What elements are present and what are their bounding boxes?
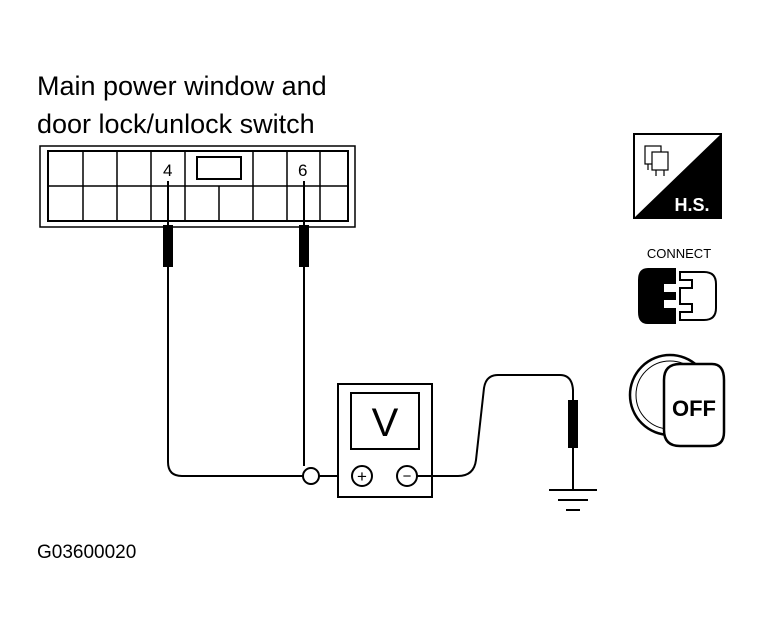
terminal-4-label: 4 xyxy=(163,161,172,180)
voltmeter xyxy=(337,383,433,498)
negative-symbol: − xyxy=(403,468,412,485)
harness-side-icon xyxy=(633,133,722,219)
lead-terminal-4 xyxy=(167,267,304,477)
connect-label: CONNECT xyxy=(647,246,711,261)
harness-side-label: H.S. xyxy=(674,195,709,215)
connect-icon xyxy=(638,268,717,324)
connector-lock-tab xyxy=(196,156,242,180)
connector xyxy=(39,145,356,228)
connector-title-line2: door lock/unlock switch xyxy=(37,109,315,139)
ground-lead xyxy=(417,374,574,477)
ignition-off-icon xyxy=(628,353,726,448)
connector-title-line1: Main power window and xyxy=(37,71,327,101)
ignition-off-label: OFF xyxy=(672,396,716,421)
probe-terminal-4 xyxy=(163,181,173,267)
positive-symbol: + xyxy=(357,467,367,486)
junction-node xyxy=(302,467,320,485)
probe-terminal-6 xyxy=(299,181,309,267)
ground-icon xyxy=(549,489,597,511)
figure-id: G03600020 xyxy=(37,542,136,563)
ground-probe xyxy=(568,400,578,448)
voltmeter-display: V xyxy=(372,401,399,445)
positive-terminal xyxy=(351,465,373,487)
terminal-6-label: 6 xyxy=(298,161,307,180)
